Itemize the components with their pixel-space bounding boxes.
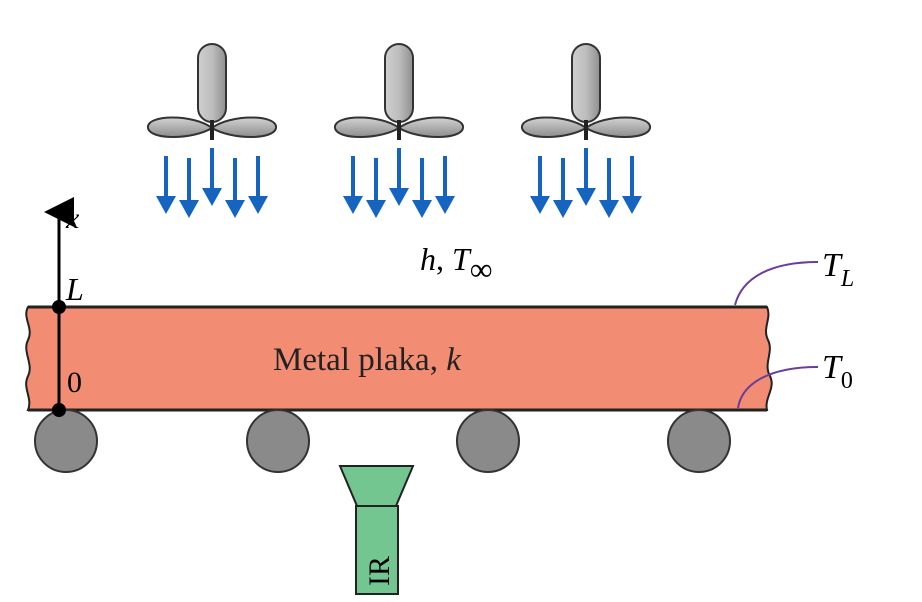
fan-blade-right (397, 116, 464, 138)
air-flow-arrow-icon (202, 148, 222, 206)
fan-group (147, 43, 651, 140)
h-symbol: h (420, 241, 436, 277)
plate-label-word2: plaka (358, 342, 430, 378)
ir-label: IR (363, 556, 396, 586)
air-flow-arrow-icon (366, 158, 386, 218)
convection-label: h, T∞ (420, 241, 493, 287)
T-symbol: T (452, 241, 472, 277)
infinity-subscript: ∞ (470, 251, 493, 287)
axis-point-0 (52, 403, 66, 417)
label-T-0: T0 (822, 349, 853, 394)
air-flow-arrows (156, 148, 642, 218)
air-flow-arrow-icon (156, 156, 176, 214)
roller-icon (667, 409, 731, 473)
axis-label-L: L (65, 271, 84, 307)
T-0-base: T (822, 349, 843, 386)
fan-blade-right (584, 116, 651, 138)
air-flow-arrow-icon (530, 156, 550, 214)
leader-line-T0 (737, 366, 819, 409)
plate-label-comma: , (430, 342, 447, 378)
axis-label-x: x (65, 202, 80, 235)
air-flow-arrow-icon (435, 156, 455, 214)
plate-conductivity-k: k (446, 342, 462, 378)
T-L-base: T (822, 247, 843, 284)
fan-blade-left (147, 116, 214, 138)
air-flow-arrow-icon (179, 158, 199, 218)
air-flow-arrow-icon (343, 156, 363, 214)
roller-icon (456, 409, 520, 473)
fan-motor (571, 43, 601, 123)
air-flow-arrow-icon (622, 156, 642, 214)
roller-icon (34, 409, 98, 473)
air-flow-arrow-icon (553, 158, 573, 218)
air-flow-arrow-icon (225, 158, 245, 218)
leader-line-TL (734, 261, 819, 306)
air-flow-arrow-icon (412, 158, 432, 218)
air-flow-arrow-icon (599, 158, 619, 218)
fan-motor (384, 43, 414, 123)
fan-motor (197, 43, 227, 123)
air-flow-arrow-icon (389, 148, 409, 206)
T-L-subscript: L (840, 266, 854, 292)
fan-icon (521, 43, 651, 140)
air-flow-arrow-icon (576, 148, 596, 206)
fan-icon (147, 43, 277, 140)
plate-label-word1: Metal (273, 342, 350, 378)
fan-blade-left (521, 116, 588, 138)
fan-blade-right (210, 116, 277, 138)
fan-blade-left (334, 116, 401, 138)
T-0-subscript: 0 (841, 368, 853, 394)
fan-icon (334, 43, 464, 140)
roller-icon (246, 409, 310, 473)
air-flow-arrow-icon (248, 156, 268, 214)
label-T-L: TL (822, 247, 854, 292)
plate-label: Metal plaka, k (273, 342, 462, 378)
ir-sensor-icon: IR (338, 465, 415, 595)
separator-comma: , (436, 241, 452, 277)
axis-point-L (52, 300, 66, 314)
axis-label-0: 0 (67, 366, 82, 399)
